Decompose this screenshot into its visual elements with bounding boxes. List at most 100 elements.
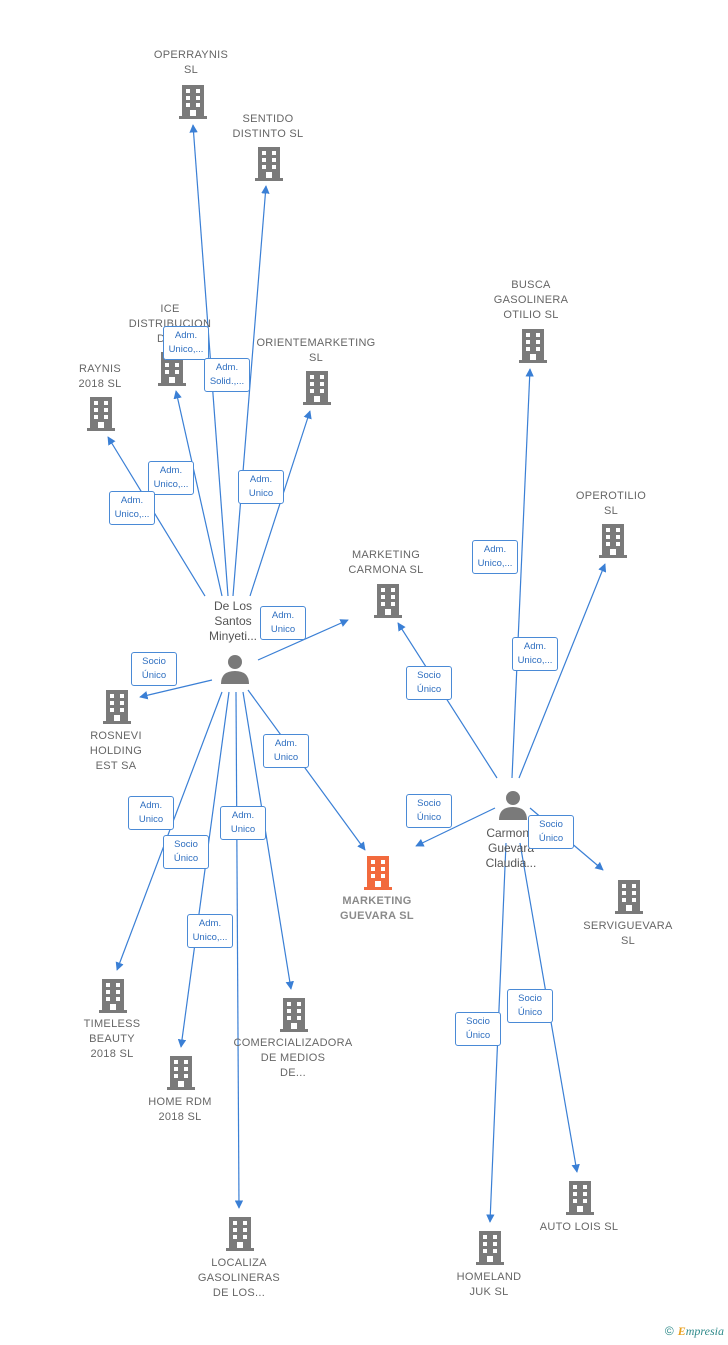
rosnevi-building-icon[interactable] [103,690,131,724]
role-badge-raynis[interactable]: Adm.Unico,... [109,491,155,525]
company-label-serviguevara[interactable]: SERVIGUEVARA SL [563,919,693,949]
role-badge-line: Único [465,1030,491,1041]
role-badge-carmona-mkt[interactable]: Adm. Unico [260,606,306,640]
relation-edge [257,619,349,661]
role-badge-line: Adm. [215,362,239,373]
role-badge-line: Único [141,670,167,681]
role-badge-oriente[interactable]: Adm. Unico [238,470,284,504]
role-badge-comercializadora[interactable]: Adm.Unico [220,806,266,840]
company-label-line: SENTIDO [242,113,294,125]
relation-edge [397,622,498,779]
role-badge-line: Adm. [249,474,273,485]
company-label-line: SL [308,352,324,364]
role-badge-line: Unico [248,488,274,499]
company-label-line: JUK SL [469,1286,509,1298]
company-label-line: HOLDING [89,745,143,757]
relation-edge [242,691,294,990]
role-badge-busca[interactable]: Adm.Unico,... [472,540,518,574]
localiza-building-icon[interactable] [226,1217,254,1251]
serviguevara-building-icon[interactable] [615,880,643,914]
company-label-line: ROSNEVI [90,730,142,742]
role-badge-line: Único [517,1007,543,1018]
company-label-line: SL [620,935,636,947]
role-badge-line: Unico,... [517,655,553,666]
role-badge-line: Unico,... [192,932,228,943]
relation-edge [115,691,223,971]
company-label-mkt-carmona[interactable]: MARKETING CARMONA SL [321,548,451,578]
company-label-line: SL [183,64,199,76]
raynis-building-icon[interactable] [87,397,115,431]
company-label-line: EST SA [95,760,137,772]
mkt-guevara-building-icon[interactable] [364,856,392,890]
auto-lois-building-icon[interactable] [566,1181,594,1215]
comercializadora-building-icon[interactable] [280,998,308,1032]
role-badge-line: Adm. [271,610,295,621]
homeland-building-icon[interactable] [476,1231,504,1265]
busca-building-icon[interactable] [519,329,547,363]
person-label-line: Claudia... [485,856,537,870]
role-badge-operraynis[interactable]: Adm.Unico,... [148,461,194,495]
company-label-mkt-guevara[interactable]: MARKETING GUEVARA SL [312,894,442,924]
delossantos-person-icon[interactable] [221,655,249,684]
company-label-line: TIMELESS [83,1018,141,1030]
company-label-rosnevi[interactable]: ROSNEVI HOLDING EST SA [51,729,181,774]
company-label-line: DE... [280,1067,306,1079]
company-label-sentido[interactable]: SENTIDO DISTINTO SL [203,112,333,142]
company-label-localiza[interactable]: LOCALIZA GASOLINERAS DE LOS... [174,1256,304,1301]
role-badge-guevara[interactable]: Adm.Unico [263,734,309,768]
company-label-line: GUEVARA SL [340,910,414,922]
company-label-line: SERVIGUEVARA [583,920,673,932]
company-label-line: LOCALIZA [211,1257,267,1269]
mkt-carmona-building-icon[interactable] [374,584,402,618]
role-badge-sentido[interactable]: Adm.Solid.,... [204,358,250,392]
company-label-line: DISTINTO SL [232,128,304,140]
role-badge-timeless[interactable]: Adm.Unico [128,796,174,830]
company-label-line: GASOLINERAS [197,1272,281,1284]
company-label-operotilio[interactable]: OPEROTILIO SL [546,489,676,519]
orientemarketing-building-icon[interactable] [303,371,331,405]
company-label-line: COMERCIALIZADORA [233,1037,353,1049]
company-label-line: MARKETING [342,895,412,907]
operotilio-building-icon[interactable] [599,524,627,558]
role-badge-localiza[interactable]: Adm.Unico,... [187,914,233,948]
company-label-line: SL [603,505,619,517]
relation-edge [232,185,270,597]
role-badge-line: Único [538,833,564,844]
role-badge-operotilio[interactable]: Adm.Unico,... [512,637,558,671]
company-label-line: OPEROTILIO [575,490,647,502]
role-badge-line: Unico [270,624,296,635]
role-badge-line: Unico,... [114,509,150,520]
company-label-line: MARKETING [351,549,421,561]
role-badge-ice[interactable]: Adm.Unico,... [163,326,209,360]
company-label-line: CARMONA SL [348,564,424,576]
company-label-line: DE LOS... [212,1287,266,1299]
brand-logo-initial: E [677,1324,686,1338]
company-label-line: GASOLINERA [493,294,569,306]
person-label-line: De Los [213,599,253,613]
role-badge-line: Unico,... [477,558,513,569]
sentido-building-icon[interactable] [255,147,283,181]
timeless-building-icon[interactable] [99,979,127,1013]
carmona-person-icon[interactable] [499,791,527,820]
company-label-auto-lois[interactable]: AUTO LOIS SL [514,1220,644,1235]
role-badge-line: Socio [417,798,441,809]
role-badge-line: Adm. [139,800,163,811]
